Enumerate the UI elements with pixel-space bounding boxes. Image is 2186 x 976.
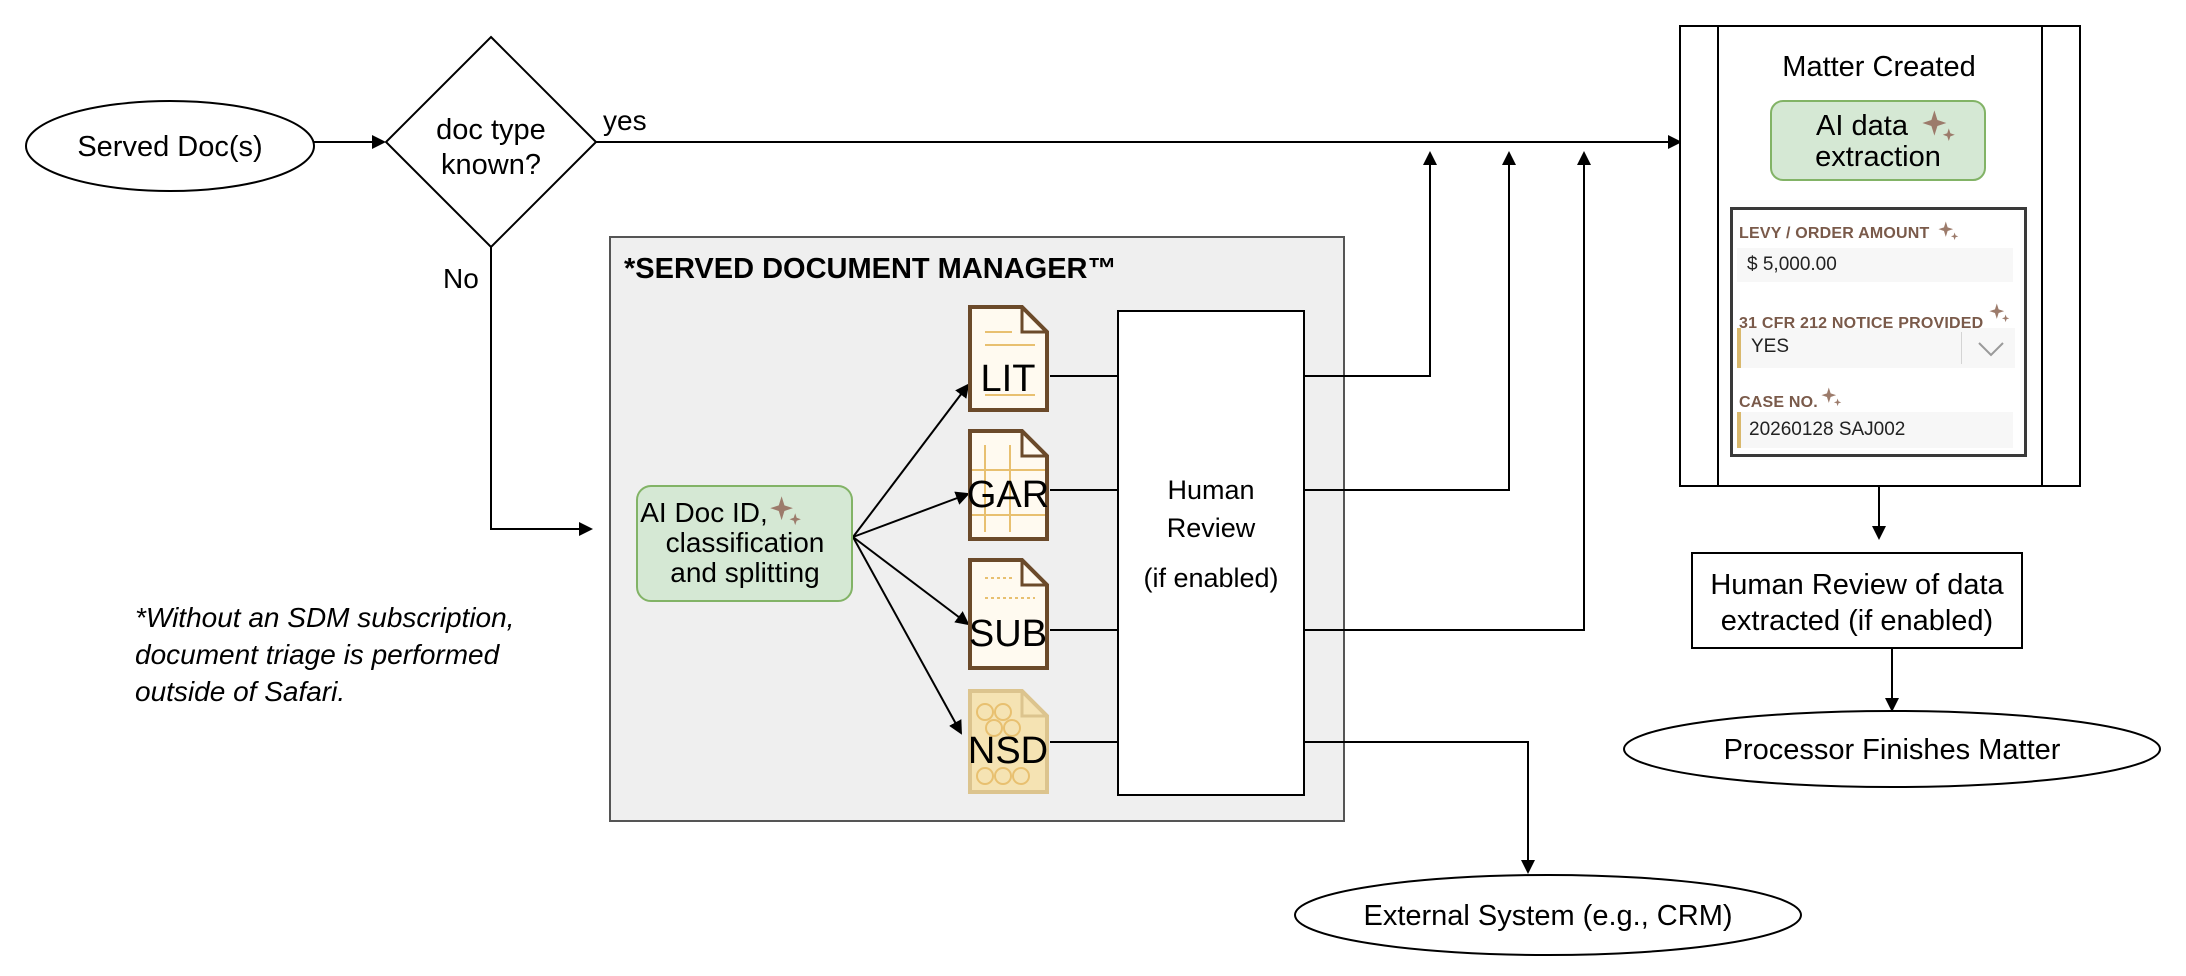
human-review-data-line2: extracted (if enabled)	[1721, 605, 1993, 637]
doc-nsd-label: NSD	[968, 730, 1048, 772]
doc-sub-label: SUB	[969, 613, 1047, 655]
edge-ai-to-lit	[852, 383, 970, 538]
levy-label: LEVY / ORDER AMOUNT	[1739, 225, 1930, 242]
human-review-node	[1117, 310, 1305, 796]
edge-review-sub-out	[1304, 151, 1591, 631]
external-system-label: External System (e.g., CRM)	[1363, 900, 1732, 932]
human-review-line2: Review	[1167, 513, 1256, 543]
doc-nsd: NSD	[968, 689, 1049, 794]
sparkle-icon	[1988, 302, 2010, 324]
decision-label-line1: doc type	[436, 114, 546, 146]
footnote-line1: *Without an SDM subscription,	[135, 602, 515, 633]
extracted-data-form: LEVY / ORDER AMOUNT $ 5,000.00 31 CFR 21…	[1730, 207, 2027, 457]
ai-doc-id-node	[636, 485, 853, 602]
doc-lit: LIT	[968, 305, 1049, 412]
external-system-node	[1294, 874, 1802, 956]
human-review-data-line1: Human Review of data	[1710, 569, 2004, 601]
ai-data-line1: AI data	[1816, 110, 1909, 142]
edge-ai-to-nsd	[852, 536, 962, 735]
case-field[interactable]: 20260128 SAJ002	[1737, 412, 2013, 448]
sparkle-icon	[1937, 220, 1959, 242]
connectors	[314, 135, 1899, 874]
document-icon	[968, 558, 1049, 670]
footnote-line3: outside of Safari.	[135, 676, 346, 707]
served-docs-label: Served Doc(s)	[77, 131, 262, 163]
decision-label-line2: known?	[441, 149, 541, 181]
human-review-data-node	[1691, 552, 2023, 649]
processor-finishes-label: Processor Finishes Matter	[1724, 734, 2061, 766]
notice-label: 31 CFR 212 NOTICE PROVIDED	[1739, 315, 1984, 332]
human-review-line3: (if enabled)	[1143, 563, 1278, 593]
notice-value: YES	[1751, 336, 1790, 357]
served-docs-node	[25, 100, 315, 192]
ai-data-line2: extraction	[1815, 141, 1941, 173]
matter-created-title: Matter Created	[1782, 51, 1975, 83]
footnote: *Without an SDM subscription, document t…	[135, 599, 585, 710]
case-field-group: CASE NO.	[1739, 386, 2019, 412]
ai-doc-id-line1: AI Doc ID,	[640, 497, 768, 528]
case-label: CASE NO.	[1739, 394, 1818, 411]
notice-field-group: 31 CFR 212 NOTICE PROVIDED	[1739, 302, 2025, 333]
ai-doc-id-line2: classification	[666, 527, 825, 558]
edge-review-nsd-out	[1304, 741, 1535, 874]
edge-review-lit-out	[1304, 151, 1437, 377]
doc-sub: SUB	[968, 558, 1049, 670]
levy-value: $ 5,000.00	[1747, 254, 1837, 275]
doc-lit-label: LIT	[981, 358, 1036, 400]
chevron-down-icon[interactable]	[1977, 340, 2005, 358]
doc-gar-label: GAR	[967, 474, 1049, 516]
edge-review-gar-out	[1304, 151, 1516, 491]
edge-no-to-ai-doc-id	[490, 247, 593, 536]
edge-ai-to-sub	[852, 536, 970, 626]
footnote-line2: document triage is performed	[135, 639, 500, 670]
sdm-title: *SERVED DOCUMENT MANAGER™	[624, 253, 1117, 285]
notice-select[interactable]: YES	[1737, 328, 2015, 368]
levy-field[interactable]: $ 5,000.00	[1737, 248, 2013, 282]
ai-doc-id-line3: and splitting	[670, 557, 819, 588]
doc-gar: GAR	[967, 429, 1049, 541]
select-divider	[1961, 332, 1962, 364]
yes-label: yes	[603, 105, 647, 136]
edge-ai-to-gar	[852, 491, 970, 538]
document-icon	[968, 429, 1049, 541]
levy-field-group: LEVY / ORDER AMOUNT	[1739, 220, 2019, 243]
no-label: No	[443, 263, 479, 294]
processor-finishes-node	[1623, 710, 2161, 788]
human-review-line1: Human	[1167, 475, 1254, 505]
case-value: 20260128 SAJ002	[1749, 419, 1906, 440]
sparkle-icon	[1820, 386, 1842, 408]
